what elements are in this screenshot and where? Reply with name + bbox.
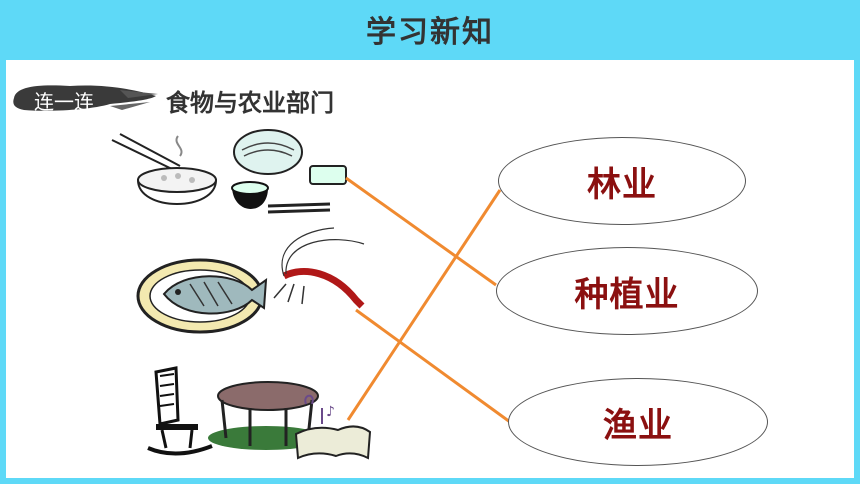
fish-shrimp-icon[interactable]: [134, 226, 374, 338]
option-farming[interactable]: 种植业: [496, 247, 758, 335]
option-label: 种植业: [574, 274, 680, 315]
section-subtitle: 食物与农业部门: [166, 89, 334, 117]
svg-text:♪: ♪: [326, 404, 335, 420]
brush-badge-icon: [13, 85, 158, 111]
option-forestry[interactable]: 林业: [498, 137, 746, 225]
connector-line: [345, 176, 497, 287]
rice-bowl-noodles-icon[interactable]: [108, 122, 358, 222]
option-fishery[interactable]: 渔业: [508, 378, 768, 466]
page-title: 学习新知: [366, 15, 494, 50]
furniture-book-icon[interactable]: ♪: [146, 364, 376, 464]
option-label: 渔业: [603, 405, 673, 446]
connector-line: [346, 189, 502, 421]
connector-line: [355, 308, 511, 424]
title-bar: 学习新知: [0, 0, 860, 58]
badge-label: 连一连: [34, 90, 94, 114]
option-label: 林业: [587, 164, 657, 205]
